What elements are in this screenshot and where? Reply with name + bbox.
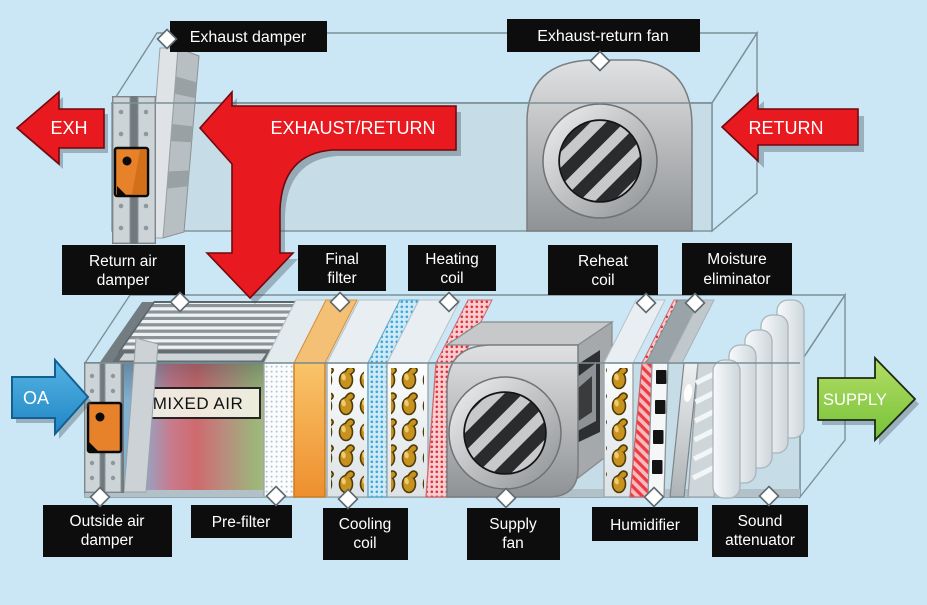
humidifier-nozzle [652, 460, 663, 474]
humidifier [647, 362, 669, 498]
final-filter-slab [293, 299, 358, 498]
lower-unit: MIXED AIR [83, 292, 847, 500]
fan-blades [465, 393, 545, 473]
label-pre-filter: Pre-filter [191, 505, 292, 538]
svg-text:Exhaust damper: Exhaust damper [190, 29, 307, 46]
flow-arrow-exhaust-return: EXHAUST/RETURN [199, 91, 461, 304]
heating-coil-tubes [386, 299, 461, 498]
exhaust-return-arrow-text: EXHAUST/RETURN [270, 118, 435, 138]
sound-attenuator [712, 299, 805, 499]
exhaust-damper [112, 47, 200, 244]
humidifier-nozzle [653, 430, 664, 444]
exhaust-return-fan [526, 59, 693, 232]
reheat-coil [603, 299, 699, 498]
labels: Exhaust damper Exhaust-return fan Return… [43, 19, 808, 560]
actuator-knob [122, 156, 132, 166]
label-exhaust-return-fan: Exhaust-return fan [507, 19, 700, 52]
return-arrow-text: RETURN [749, 118, 824, 138]
baffle [712, 359, 741, 499]
exh-arrow-text: EXH [50, 118, 87, 138]
humidifier-nozzle [655, 400, 666, 414]
fan-inlet-rim [463, 391, 547, 475]
mixed-air-text: MIXED AIR [153, 394, 243, 413]
flow-arrow-exh: EXH [16, 91, 108, 169]
supply-arrow-text: SUPPLY [823, 391, 887, 409]
supply-fan [445, 320, 614, 498]
label-exhaust-damper: Exhaust damper [170, 21, 327, 52]
flow-arrow-supply: SUPPLY [817, 357, 919, 445]
svg-text:Exhaust-return fan: Exhaust-return fan [537, 28, 669, 45]
label-humidifier: Humidifier [592, 507, 698, 541]
svg-text:Pre-filter: Pre-filter [212, 514, 271, 531]
actuator-knob [95, 412, 105, 422]
outside-air-damper [84, 337, 159, 493]
gold-coils [331, 368, 364, 494]
damper-bolts [89, 373, 116, 481]
fan-inlet-rim [558, 119, 642, 203]
damper-bolts [118, 109, 149, 231]
damper-blade [123, 337, 159, 493]
oa-arrow-text: OA [23, 388, 49, 408]
flow-arrow-return: RETURN [721, 93, 864, 168]
humidifier-nozzle [656, 370, 667, 384]
damper-actuator [86, 401, 123, 454]
cooling-coil-tubes [326, 299, 401, 498]
fan-blades [560, 121, 640, 201]
gold-coils [606, 368, 631, 494]
flow-arrow-oa: OA [11, 359, 92, 439]
gold-coils [391, 368, 424, 494]
svg-text:Humidifier: Humidifier [610, 517, 680, 534]
